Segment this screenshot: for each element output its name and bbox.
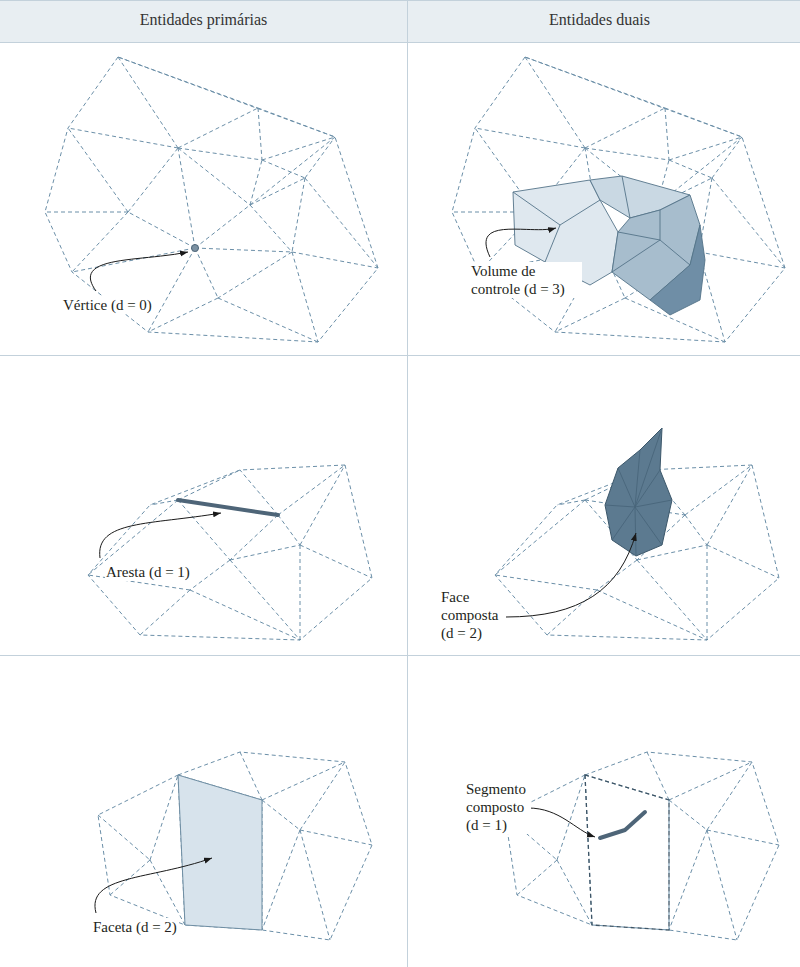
composite-segment [600, 812, 645, 838]
mesh [88, 465, 372, 640]
entity-label: Vértice (d = 0) [62, 296, 153, 314]
leader-line [90, 252, 188, 291]
vertex-dot [192, 245, 199, 252]
column-header: Entidades duais [403, 11, 796, 29]
facet-outline [585, 775, 669, 930]
leader-line [100, 513, 221, 558]
mesh [45, 57, 378, 342]
facet [178, 775, 262, 930]
leader-line [506, 533, 636, 617]
leader-line [528, 808, 595, 837]
mesh [98, 752, 372, 940]
entity-label: Faceta (d = 2) [92, 918, 178, 936]
mesh [505, 752, 779, 940]
entity-label: Face composta (d = 2) [440, 588, 504, 642]
entity-label: Volume de controle (d = 3) [470, 262, 582, 298]
mesh [452, 57, 785, 342]
column-header: Entidades primárias [0, 11, 407, 29]
leader-line [95, 858, 212, 913]
entity-label: Aresta (d = 1) [105, 563, 191, 581]
leader-line [486, 228, 556, 257]
leader-lines [90, 228, 636, 913]
header-band [0, 0, 800, 42]
composite-face [605, 428, 672, 556]
edge-highlight [178, 500, 278, 515]
entity-label: Segmento composto (d = 1) [465, 780, 531, 834]
